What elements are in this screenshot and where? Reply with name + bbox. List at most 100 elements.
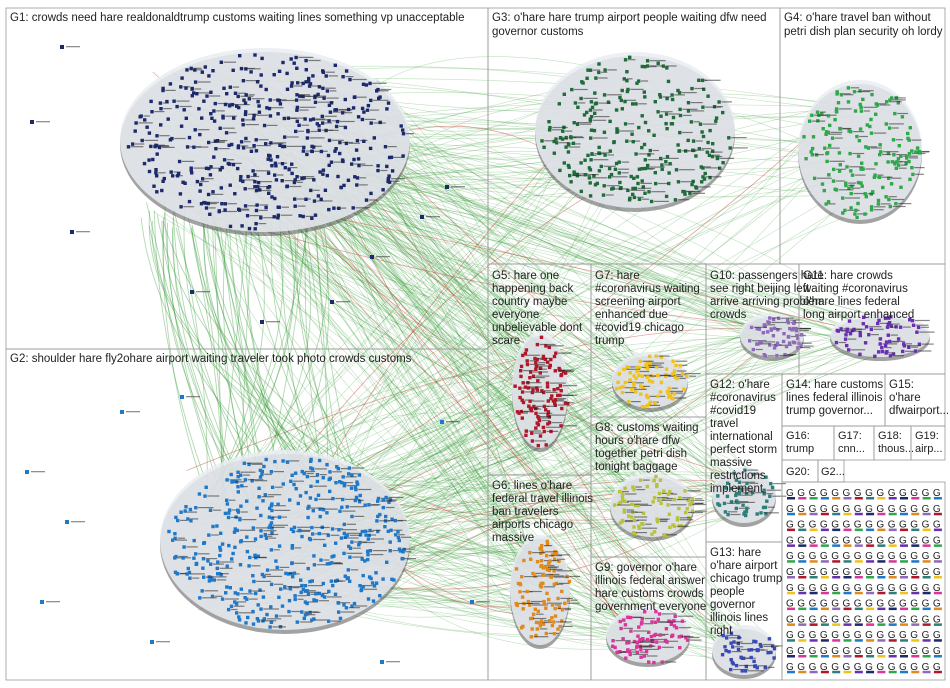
node [869, 117, 873, 122]
node [310, 467, 315, 471]
small-group-mark: G [865, 662, 873, 673]
node [375, 89, 379, 93]
node [745, 506, 749, 510]
node-label [592, 109, 603, 111]
node-label [179, 105, 192, 108]
node [614, 387, 619, 391]
node-label [243, 474, 251, 476]
node [846, 100, 851, 104]
node-label [733, 501, 749, 503]
node-label [398, 534, 405, 536]
node-label [225, 115, 237, 117]
node [309, 457, 313, 462]
node [201, 177, 205, 181]
node [316, 92, 320, 97]
node [777, 316, 781, 320]
small-group-node [798, 591, 807, 595]
node [866, 146, 871, 150]
label-g4-line1: G4: o'hare travel ban without [784, 12, 931, 24]
node [305, 136, 310, 140]
node [639, 392, 643, 396]
label-g6-line1: G6: lines o'hare [492, 480, 572, 492]
node [737, 491, 742, 495]
node [362, 110, 366, 114]
node-label [755, 492, 767, 494]
node [170, 136, 174, 141]
node-label [328, 75, 338, 77]
node [656, 110, 660, 114]
node [834, 107, 839, 111]
node [552, 632, 557, 636]
node [366, 553, 370, 557]
node [530, 390, 535, 395]
node [207, 579, 212, 583]
node [259, 529, 263, 533]
small-group-mark: G [820, 504, 828, 515]
node [232, 116, 236, 120]
node [682, 190, 687, 194]
node [897, 144, 901, 148]
node [300, 534, 304, 539]
small-group-mark: G [809, 583, 817, 594]
node [241, 123, 245, 127]
node [567, 165, 571, 169]
edge [298, 213, 729, 652]
node [269, 582, 274, 587]
node-label [790, 319, 800, 321]
node [810, 146, 815, 151]
node-label [670, 493, 678, 495]
node [775, 353, 779, 358]
small-group-mark: G [922, 488, 930, 499]
node [585, 76, 589, 80]
node [667, 171, 671, 175]
node [855, 134, 859, 139]
node [150, 640, 154, 644]
node [539, 551, 543, 555]
node [321, 476, 325, 480]
node-label [304, 177, 315, 180]
edge [200, 202, 306, 473]
node-label [740, 642, 754, 645]
node [652, 133, 656, 137]
edge [246, 149, 583, 475]
small-group-mark: G [910, 614, 918, 625]
node [531, 374, 536, 378]
node [398, 549, 403, 553]
node [671, 633, 675, 637]
node [401, 556, 405, 561]
node-label [870, 147, 882, 149]
node [310, 525, 314, 530]
node [826, 114, 831, 118]
node [321, 508, 326, 512]
node [390, 577, 394, 581]
node [786, 321, 791, 325]
node [859, 167, 864, 171]
node [541, 622, 546, 626]
node [845, 329, 849, 333]
node [844, 183, 848, 188]
edge [188, 218, 224, 489]
node-label [534, 432, 544, 434]
node [293, 197, 297, 201]
node [645, 59, 650, 63]
node [894, 202, 898, 206]
node-label [233, 605, 245, 607]
node [558, 624, 562, 629]
node [645, 361, 649, 365]
node-label [304, 470, 316, 473]
node [845, 327, 849, 331]
node [635, 365, 639, 370]
label-g13-line6: illinois lines [710, 612, 768, 624]
node-label [346, 552, 363, 554]
node [239, 175, 243, 179]
label-g20: G20: [786, 466, 810, 478]
node [640, 616, 644, 621]
node-label [760, 343, 771, 345]
node-label [652, 149, 659, 152]
node [535, 388, 540, 392]
node [593, 91, 597, 95]
node [765, 499, 769, 503]
node [244, 136, 248, 141]
node-label [405, 551, 412, 553]
node-label [529, 360, 536, 362]
